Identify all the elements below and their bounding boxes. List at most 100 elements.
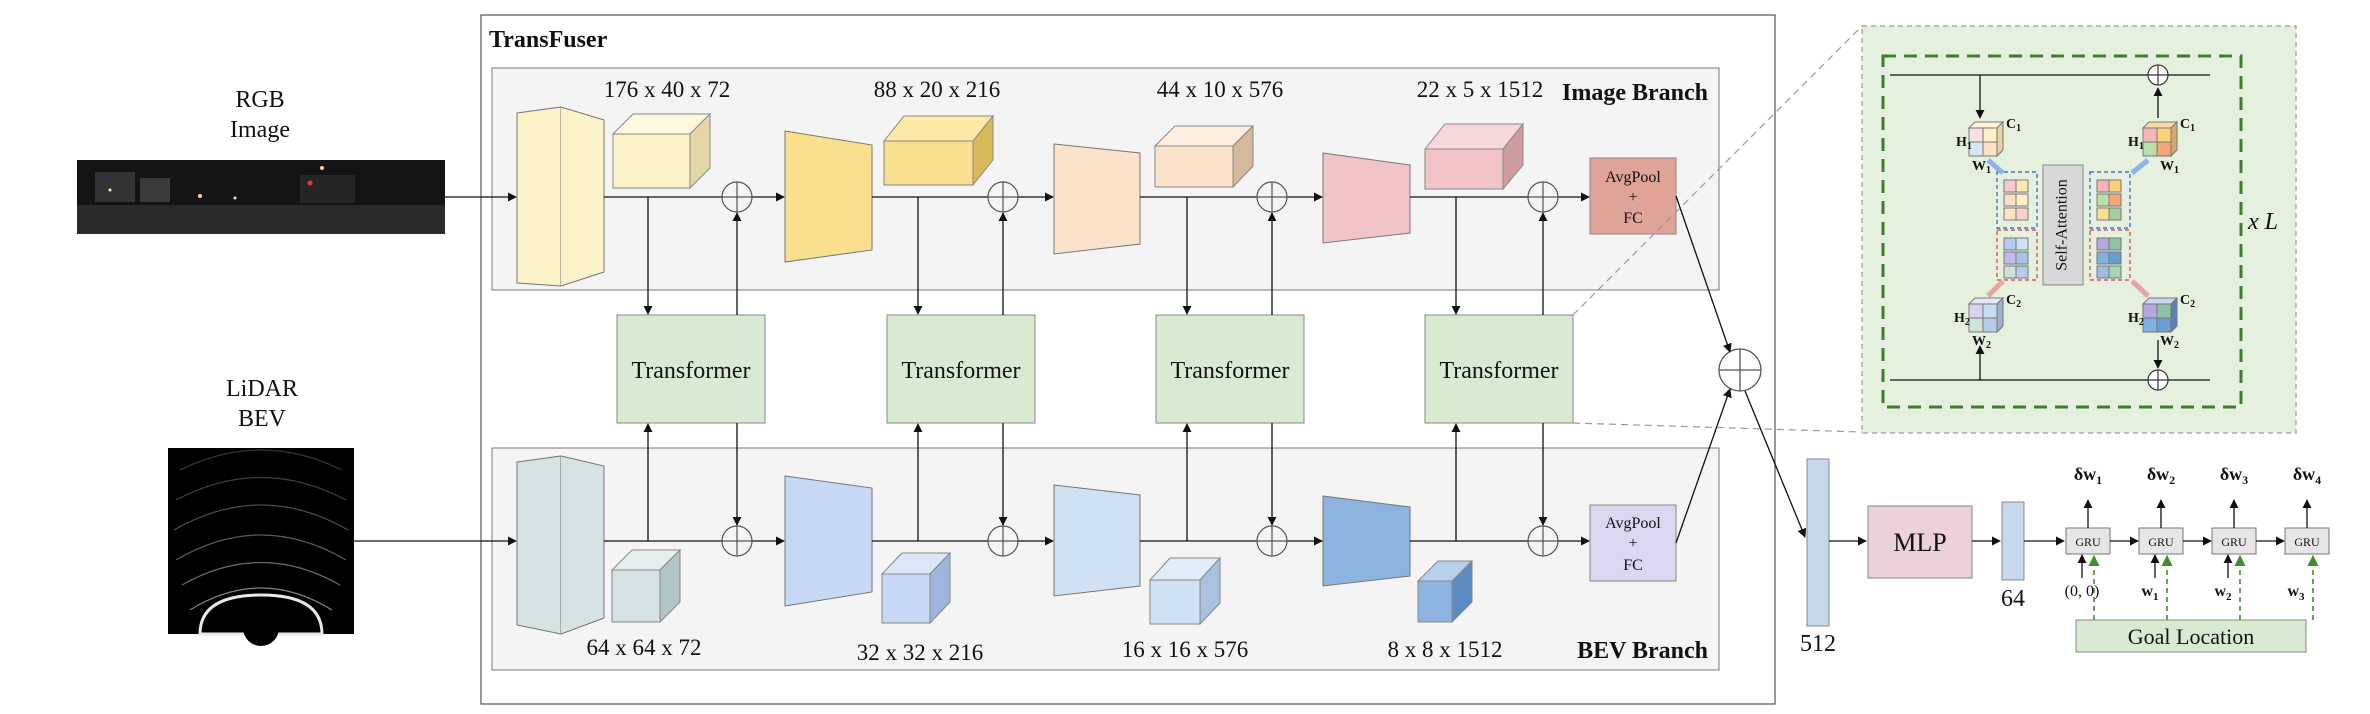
bev-encoder-block-1 <box>516 455 562 635</box>
repeat-label: x L <box>2247 209 2278 235</box>
gru-chain: GRU GRU GRU GRU <box>2065 464 2330 620</box>
bev-stage-3: 16 x 16 x 576 <box>1053 484 1249 662</box>
transformer-4-label: Transformer <box>1439 358 1558 384</box>
bev-stage-4: 8 x 8 x 1512 <box>1322 495 1503 662</box>
image-stage-2: 88 x 20 x 216 <box>784 77 1001 263</box>
delta-w4: δw4 <box>2293 464 2321 487</box>
attention-repeat-frame <box>1881 54 2243 409</box>
mlp-label: MLP <box>1893 528 1946 557</box>
gru-2-label: GRU <box>2148 535 2174 549</box>
image-avgpool-line2: + <box>1628 189 1637 206</box>
image-avgpool-line1: AvgPool <box>1605 169 1661 186</box>
image-sum-node-3 <box>1256 181 1288 213</box>
image-feature-cube-4 <box>1423 122 1525 191</box>
image-dim-3: 44 x 10 x 576 <box>1157 77 1284 102</box>
token-column-in <box>1996 171 2038 281</box>
rgb-label-line1: RGB <box>235 87 284 113</box>
goal-location-block: Goal Location <box>2075 619 2307 653</box>
bev-dim-4: 8 x 8 x 1512 <box>1388 637 1503 662</box>
bev-token-cube-out <box>2141 296 2179 334</box>
image-stage-4: 22 x 5 x 1512 <box>1322 77 1544 244</box>
w2-label: W2 <box>1972 334 1991 351</box>
image-sum-nodes <box>721 181 1559 213</box>
image-avgpool-fc-block: AvgPool + FC <box>1589 157 1677 235</box>
transformer-4: Transformer <box>1424 314 1574 424</box>
image-sum-node-4 <box>1527 181 1559 213</box>
lidar-bev-thumbnail <box>168 448 354 646</box>
bev-sum-node-4 <box>1527 525 1559 557</box>
image-branch-label: Image Branch <box>1562 80 1708 106</box>
goal-location-label: Goal Location <box>2128 624 2254 649</box>
image-sum-node-2 <box>987 181 1019 213</box>
image-token-cube-in <box>1967 120 2005 158</box>
gru-input-1: (0, 0) <box>2065 583 2100 600</box>
bev-branch-label: BEV Branch <box>1577 638 1708 664</box>
bev-sum-node-3 <box>1256 525 1288 557</box>
bev-feature-cube-1 <box>610 548 682 624</box>
bev-feature-cube-3 <box>1148 556 1222 626</box>
image-sum-node-1 <box>721 181 753 213</box>
bev-encoder-block-2 <box>784 475 873 607</box>
gru-input-3: w2 <box>2214 583 2232 603</box>
feature-vector-64: 64 <box>2001 501 2025 612</box>
image-stage-1: 176 x 40 x 72 <box>516 77 731 287</box>
fusion-connections <box>1675 195 1807 544</box>
bev-stage-1: 64 x 64 x 72 <box>516 455 702 660</box>
rgb-image-thumbnail <box>77 160 445 234</box>
h1-out-label: H1 <box>2128 135 2144 152</box>
h1-label: H1 <box>1956 135 1972 152</box>
delta-w3: δw3 <box>2220 464 2248 487</box>
feature-512-label: 512 <box>1800 631 1836 657</box>
gru-1-label: GRU <box>2075 535 2101 549</box>
image-feature-cube-3 <box>1153 124 1255 189</box>
self-attention-block: Self-Attention <box>2042 164 2084 286</box>
transformer-connections <box>643 197 1548 541</box>
c2-out-label: C2 <box>2180 293 2195 310</box>
c2-label: C2 <box>2006 293 2021 310</box>
attention-detail-panel: H1 W1 C1 H1 W1 C1 H2 W2 C2 <box>1861 25 2297 434</box>
transformer-3-label: Transformer <box>1170 358 1289 384</box>
image-dim-2: 88 x 20 x 216 <box>874 77 1001 102</box>
zoom-guide-lines <box>1572 25 1863 433</box>
w1-label: W1 <box>1972 159 1991 176</box>
transformer-1-label: Transformer <box>631 358 750 384</box>
gru-cell-3: GRU <box>2211 527 2257 555</box>
bev-token-cube-in <box>1967 296 2005 334</box>
lidar-label-line1: LiDAR <box>226 376 298 402</box>
bev-avgpool-line1: AvgPool <box>1605 515 1661 532</box>
bev-avgpool-fc-block: AvgPool + FC <box>1589 504 1677 582</box>
mlp-block: MLP <box>1867 505 1973 579</box>
gru-cell-4: GRU <box>2284 527 2330 555</box>
image-feature-cube-1 <box>611 112 712 190</box>
bev-sum-nodes <box>721 525 1559 557</box>
lidar-label-line2: BEV <box>238 406 287 432</box>
c1-label: C1 <box>2006 117 2021 134</box>
residual-sum-top <box>2147 64 2169 86</box>
image-dim-1: 176 x 40 x 72 <box>604 77 731 102</box>
residual-sum-bottom <box>2147 369 2169 391</box>
bev-sum-node-2 <box>987 525 1019 557</box>
gru-input-2: w1 <box>2141 583 2158 603</box>
bev-avgpool-line2: + <box>1628 535 1637 552</box>
fusion-sum-node <box>1718 348 1762 392</box>
lidar-input: LiDAR BEV <box>168 376 354 646</box>
transfuser-title: TransFuser <box>489 27 608 53</box>
gru-arrows <box>2077 499 2312 578</box>
h2-out-label: H2 <box>2128 311 2144 328</box>
transformer-3: Transformer <box>1155 314 1305 424</box>
transformer-2: Transformer <box>886 314 1036 424</box>
delta-w1: δw1 <box>2074 464 2102 487</box>
self-attention-label: Self-Attention <box>2054 179 2071 271</box>
image-encoder-block-2 <box>784 130 873 263</box>
gru-cell-1: GRU <box>2065 527 2111 555</box>
bev-encoder-block-3 <box>1053 484 1141 597</box>
image-feature-cube-2 <box>882 114 995 187</box>
goal-arrows <box>2088 554 2319 620</box>
c1-out-label: C1 <box>2180 117 2195 134</box>
rgb-input: RGB Image <box>77 87 445 234</box>
delta-w2: δw2 <box>2147 464 2175 487</box>
bev-dim-3: 16 x 16 x 576 <box>1122 637 1249 662</box>
token-column-out <box>2089 171 2131 281</box>
image-dim-4: 22 x 5 x 1512 <box>1417 77 1544 102</box>
image-encoder-block-3 <box>1053 143 1141 255</box>
